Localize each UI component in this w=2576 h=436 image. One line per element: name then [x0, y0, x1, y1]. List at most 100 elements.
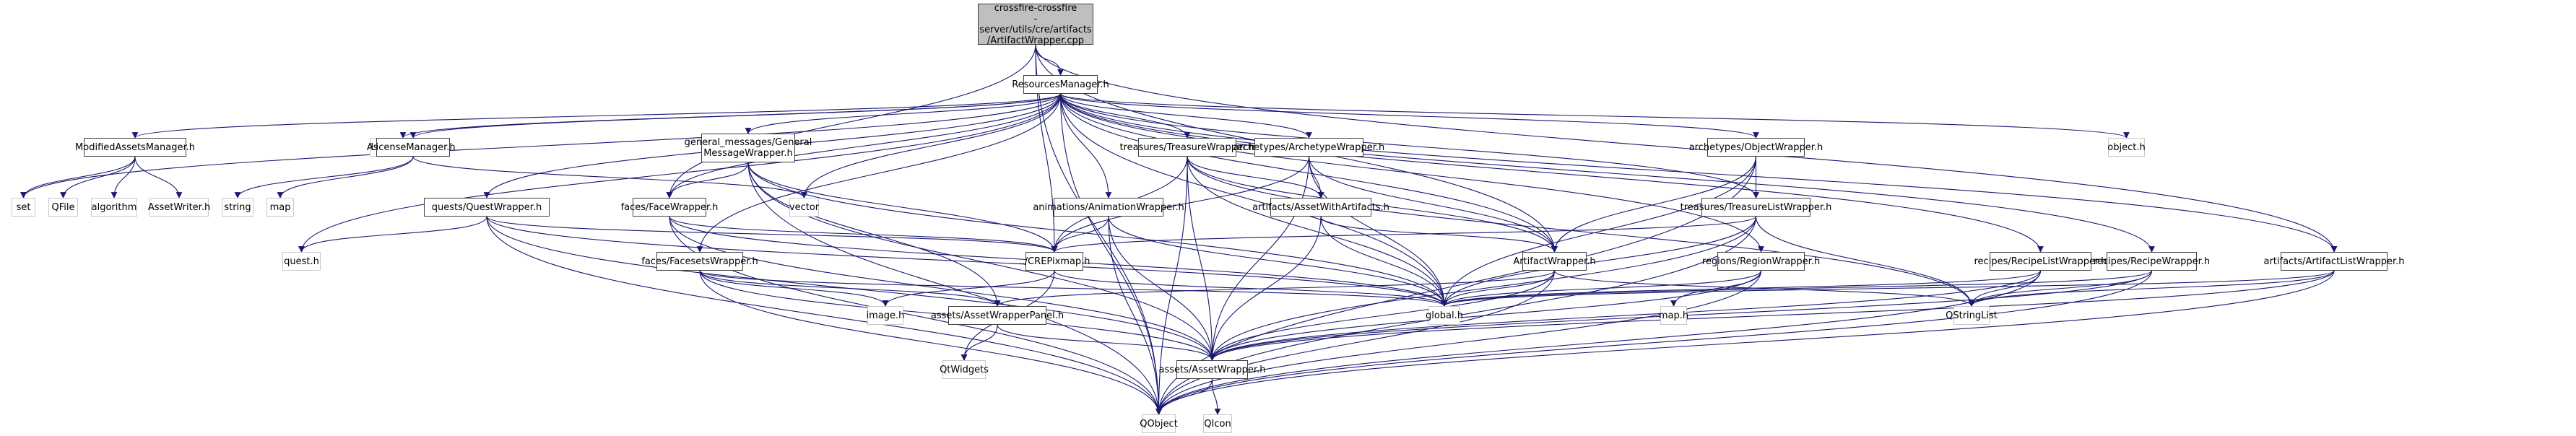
edge-alw-to-global: [1441, 270, 2335, 307]
edge-mam-to-awr: [134, 156, 183, 199]
edge-rw-to-qobject: [1155, 270, 1762, 415]
edge-tlw-to-qsl: [1755, 216, 1975, 307]
edge-lm-to-vector: [412, 156, 807, 199]
edge-rm-to-lm: [409, 93, 1062, 139]
edge-tlw-to-assetw: [1209, 216, 1757, 361]
edge-lm-to-map: [277, 156, 414, 199]
edge-rm-to-ow: [1059, 93, 1759, 139]
edge-rlw-to-global: [1441, 270, 2042, 307]
edge-gmw-to-assetw: [747, 162, 1215, 361]
edge-anw-to-global: [1108, 216, 1448, 307]
edge-crep-to-imageh: [882, 270, 1055, 307]
edge-assetw-to-qobject: [1155, 378, 1213, 415]
graph-node-tw[interactable]: treasures/TreasureWrapper.h: [1119, 138, 1255, 157]
graph-node-imageh: image.h: [867, 306, 904, 325]
edge-tw-to-assetw: [1187, 156, 1215, 361]
edge-rm-to-anw: [1059, 93, 1112, 199]
graph-node-tlw[interactable]: treasures/TreasureListWrapper.h: [1681, 198, 1831, 217]
edge-lm-to-string: [234, 156, 414, 199]
graph-node-rw[interactable]: regions/RegionWrapper.h: [1702, 252, 1820, 271]
graph-node-awa[interactable]: artifacts/AssetWithArtifacts.h: [1252, 198, 1389, 217]
graph-node-mam[interactable]: ModifiedAssetsManager.h: [75, 138, 195, 157]
edge-rm-to-objh: [1059, 93, 2130, 139]
edge-rm-to-aw: [1059, 93, 1312, 139]
edge-rm-to-global: [1059, 93, 1448, 307]
graph-node-lm[interactable]: LicenseManager.h: [370, 138, 456, 157]
graph-node-gmw[interactable]: general_messages/General MessageWrapper.…: [685, 134, 812, 162]
edge-rm-to-rcw: [1059, 93, 2155, 253]
edge-fsw-to-imageh: [699, 270, 889, 307]
graph-node-qicon: QIcon: [1203, 414, 1232, 433]
graph-node-alw[interactable]: artifacts/ArtifactListWrapper.h: [2263, 252, 2405, 271]
graph-node-questh: quest.h: [282, 252, 321, 271]
edge-qw-to-qobject: [486, 216, 1162, 415]
graph-node-objh: object.h: [2107, 138, 2146, 157]
edge-artw-to-awp: [994, 270, 1556, 307]
graph-node-ow[interactable]: archetypes/ObjectWrapper.h: [1689, 138, 1823, 157]
graph-node-artw[interactable]: ArtifactWrapper.h: [1513, 252, 1596, 271]
edge-alw-to-qsl: [1968, 270, 2335, 307]
edge-rw-to-maph: [1670, 270, 1762, 307]
graph-node-anw[interactable]: animations/AnimationWrapper.h: [1033, 198, 1184, 217]
graph-node-set: set: [12, 198, 35, 217]
edge-awp-to-assetw: [997, 324, 1215, 361]
graph-node-qtw: QtWidgets: [940, 360, 989, 379]
graph-node-rlw[interactable]: recipes/RecipeListWrapper.h: [1974, 252, 2107, 271]
edge-mam-to-set: [20, 156, 136, 199]
edge-rm-to-gmw: [745, 93, 1062, 134]
edge-fw-to-crep: [669, 216, 1058, 253]
edge-rlw-to-qsl: [1968, 270, 2042, 307]
edge-rw-to-assetw: [1209, 270, 1762, 361]
graph-node-root: crossfire-crossfire -server/utils/cre/ar…: [978, 3, 1093, 46]
graph-node-rm[interactable]: ResourcesManager.h: [1012, 75, 1109, 94]
edge-rm-to-artw: [1059, 93, 1558, 253]
graph-node-string: string: [222, 198, 253, 217]
graph-node-qobject: QObject: [1140, 414, 1178, 433]
graph-node-aw[interactable]: archetypes/ArchetypeWrapper.h: [1233, 138, 1384, 157]
edge-rm-to-alw: [1059, 93, 2338, 253]
edge-rm-to-tlw: [1059, 93, 1759, 199]
graph-node-fsw[interactable]: faces/FacesetsWrapper.h: [641, 252, 758, 271]
edge-tw-to-global: [1187, 156, 1448, 307]
graph-node-fw[interactable]: faces/FaceWrapper.h: [621, 198, 718, 217]
edge-root-to-fw: [666, 44, 1036, 199]
edge-rm-to-mam: [131, 93, 1062, 139]
graph-node-awp[interactable]: assets/AssetWrapperPanel.h: [931, 306, 1064, 325]
graph-node-crep[interactable]: ../CREPixmap.h: [1018, 252, 1090, 271]
edge-rm-to-fw: [666, 93, 1062, 199]
graph-node-assetw[interactable]: assets/AssetWrapper.h: [1159, 360, 1265, 379]
graph-node-rcw[interactable]: recipes/RecipeWrapper.h: [2094, 252, 2210, 271]
graph-node-qw[interactable]: quests/QuestWrapper.h: [424, 198, 550, 217]
edge-fsw-to-awp: [699, 270, 1001, 307]
graph-node-maph: map.h: [1659, 306, 1688, 325]
graph-node-map: map: [266, 198, 294, 217]
edge-root-to-alw: [1035, 44, 2338, 253]
edge-ow-to-artw: [1551, 156, 1757, 253]
edge-tlw-to-global: [1441, 216, 1757, 307]
edge-awa-to-artw: [1320, 216, 1558, 253]
edge-rm-to-rw: [1059, 93, 1764, 253]
edge-alw-to-assetw: [1209, 270, 2335, 361]
edge-fsw-to-qobject: [699, 270, 1162, 415]
edge-awp-to-qtw: [960, 324, 998, 361]
edge-qw-to-crep: [486, 216, 1058, 253]
edge-tw-to-qsl: [1187, 156, 1975, 307]
graph-node-algo: algorithm: [91, 198, 137, 217]
edge-anw-to-assetw: [1108, 216, 1215, 361]
edge-assetw-to-qicon: [1211, 378, 1221, 415]
edge-qw-to-questh: [298, 216, 487, 253]
edge-rlw-to-assetw: [1209, 270, 2042, 361]
edge-rm-to-set: [20, 93, 1062, 199]
edge-rm-to-fsw: [696, 93, 1062, 253]
edge-gmw-to-qobject: [747, 162, 1162, 415]
edge-gmw-to-global: [747, 162, 1448, 307]
edge-rcw-to-qobject: [1155, 270, 2153, 415]
edge-rm-to-questh: [298, 93, 1062, 253]
edge-rm-to-rlw: [1059, 93, 2044, 253]
edge-aw-to-global: [1308, 156, 1448, 307]
edge-mam-to-qfile: [60, 156, 136, 199]
graph-node-qsl: QStringList: [1946, 306, 1998, 325]
edge-rm-to-qobject: [1059, 93, 1162, 415]
edge-tlw-to-crep: [1051, 216, 1757, 253]
edge-rcw-to-global: [1441, 270, 2153, 307]
